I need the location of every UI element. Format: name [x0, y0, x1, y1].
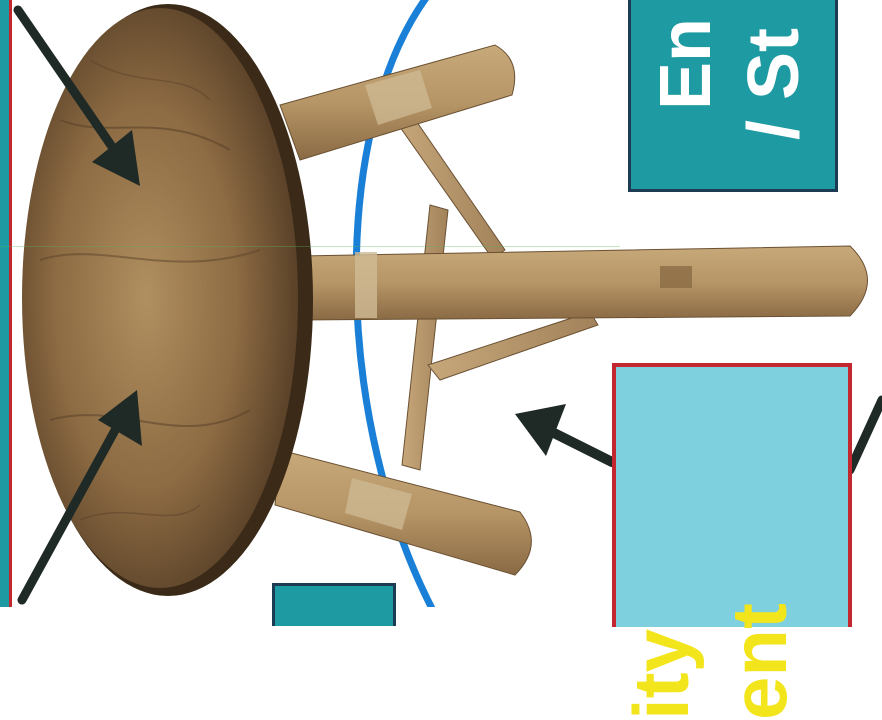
stool-leg-middle	[300, 246, 868, 320]
stool-seat	[22, 4, 313, 596]
label-top-right-line2: / St	[738, 28, 810, 140]
divider-line	[0, 246, 620, 247]
diagram-canvas: En / St ity ent	[0, 0, 882, 607]
label-box-bottom-left	[272, 583, 396, 626]
arrow-icon	[850, 400, 882, 470]
label-yellow-line2: ent	[720, 603, 798, 720]
arrow-icon	[515, 404, 612, 462]
label-yellow-line1: ity	[622, 629, 700, 720]
label-box-yellow	[612, 363, 852, 627]
stool-leg-top	[280, 45, 515, 160]
stool-leg-bottom	[275, 450, 531, 575]
label-top-right-line1: En	[650, 18, 722, 110]
